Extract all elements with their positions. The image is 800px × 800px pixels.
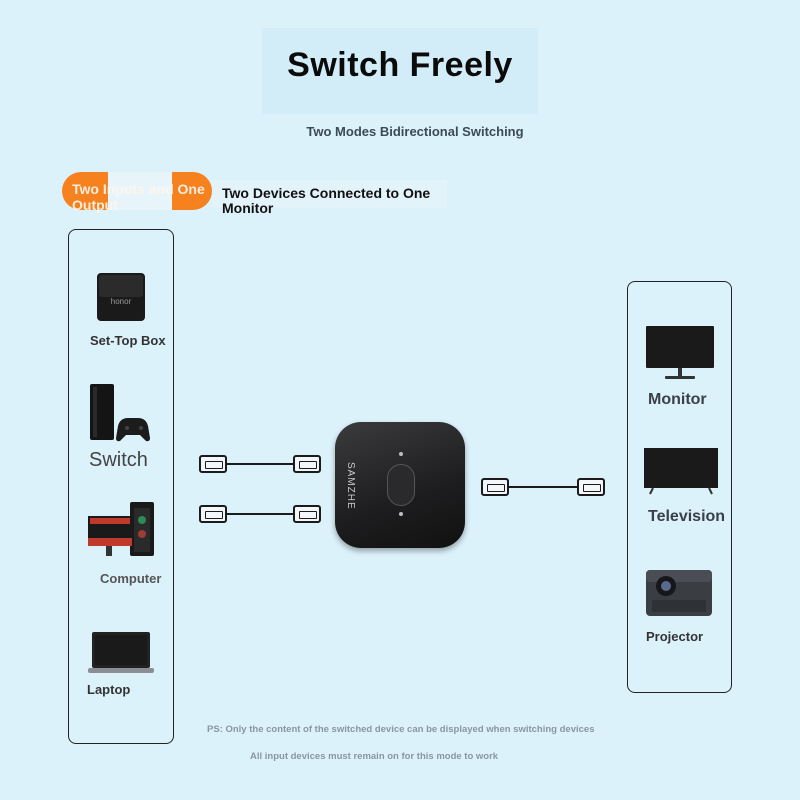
input-cable-2-right-plug — [293, 505, 321, 523]
mode-pill-label: Two Inputs and One Output — [72, 181, 205, 213]
output-cable-left-plug — [481, 478, 509, 496]
page-title: Switch Freely — [287, 46, 513, 84]
input-cable-1-right-plug — [293, 455, 321, 473]
input-cable-1-left-plug — [199, 455, 227, 473]
mode-description: Two Devices Connected to One Monitor — [222, 185, 431, 216]
output-devices-panel — [627, 281, 732, 693]
device-brand: SAMZHE — [345, 462, 356, 510]
input-label-laptop: Laptop — [87, 682, 131, 697]
note-line-2: All input devices must remain on for thi… — [250, 751, 499, 762]
input-cable-2-wire — [226, 513, 293, 515]
output-label-projector: Projector — [646, 629, 704, 644]
input-label-switch: Switch — [89, 449, 148, 471]
input-cable-1-wire — [226, 463, 293, 465]
output-cable-right-plug — [577, 478, 605, 496]
output-cable-wire — [508, 486, 577, 488]
desktop-computer-icon — [86, 500, 158, 560]
television-icon — [643, 447, 719, 495]
indicator-dot-bottom — [399, 512, 403, 516]
title-backdrop — [262, 28, 538, 114]
laptop-icon — [88, 630, 154, 676]
mode-strip — [212, 180, 447, 208]
output-label-monitor: Monitor — [648, 391, 707, 408]
output-label-television: Television — [648, 508, 726, 525]
monitor-icon — [645, 325, 715, 381]
mode-pill-mask — [108, 172, 172, 210]
page-subtitle: Two Modes Bidirectional Switching — [306, 124, 524, 139]
set-top-box-icon: honor — [96, 272, 146, 322]
projector-icon — [644, 568, 714, 618]
input-devices-panel — [68, 229, 174, 744]
indicator-dot-top — [399, 452, 403, 456]
note-line-1: PS: Only the content of the switched dev… — [207, 724, 595, 735]
input-label-computer: Computer — [100, 571, 162, 586]
set-top-box-brand: honor — [111, 297, 132, 306]
switch-toggle-button — [387, 464, 415, 506]
input-label-set-top-box: Set-Top Box — [90, 333, 166, 348]
game-console-icon — [88, 384, 154, 444]
input-cable-2-left-plug — [199, 505, 227, 523]
